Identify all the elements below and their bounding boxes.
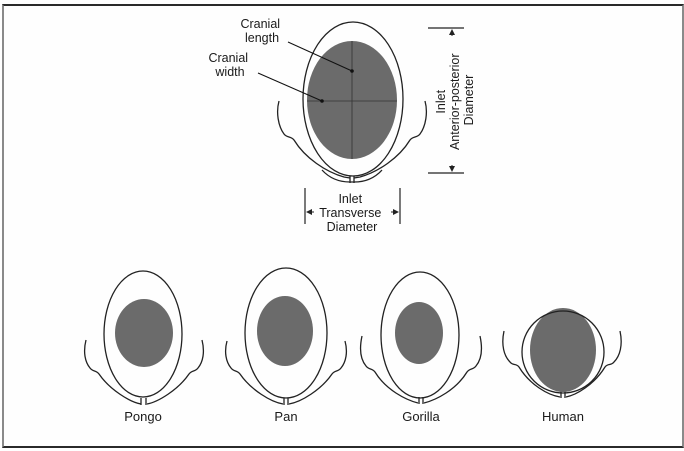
main-pelvis-diagram: Cranial length Cranial width Inlet Trans… bbox=[208, 17, 476, 234]
pelvic-inlet-outline bbox=[521, 310, 605, 394]
species-label: Pongo bbox=[124, 409, 162, 424]
cranial-width-leader bbox=[257, 72, 323, 102]
pelvis-outline-right bbox=[288, 340, 348, 405]
pelvis-outline-left bbox=[502, 330, 561, 398]
cranium-fill bbox=[257, 296, 313, 366]
pelvis-outline-right bbox=[565, 330, 622, 398]
pelvis-outline-left bbox=[359, 335, 419, 404]
pelvic-inlet-outline bbox=[103, 270, 183, 398]
cranial-width-dot bbox=[320, 99, 324, 103]
cranial-length-label: Cranial length bbox=[240, 17, 283, 45]
pelvis-outline-left bbox=[224, 340, 284, 405]
cranial-length-leader bbox=[287, 41, 353, 72]
species-pan: Pan bbox=[224, 267, 348, 424]
cranium-fill bbox=[530, 308, 596, 392]
pelvis-outline-left bbox=[277, 100, 351, 179]
species-gorilla: Gorilla bbox=[359, 271, 483, 424]
pelvis-outline-right bbox=[146, 339, 205, 405]
species-label: Pan bbox=[274, 409, 297, 424]
species-label: Gorilla bbox=[402, 409, 440, 424]
cranial-width-label: Cranial width bbox=[208, 51, 251, 79]
pelvis-bottom bbox=[321, 169, 383, 183]
pelvic-inlet-outline bbox=[302, 21, 404, 177]
transverse-diameter-label: Inlet Transverse Diameter bbox=[319, 192, 385, 234]
pelvic-inlet-outline bbox=[380, 271, 460, 399]
species-pongo: Pongo bbox=[83, 270, 205, 424]
pelvis-outline-right bbox=[353, 100, 427, 179]
pelvic-inlet-outline bbox=[244, 267, 328, 399]
cranium-fill bbox=[115, 299, 173, 367]
cranium-fill bbox=[395, 302, 443, 364]
species-label: Human bbox=[542, 409, 584, 424]
pelvis-outline-left bbox=[83, 339, 142, 405]
pelvis-outline-right bbox=[423, 335, 483, 404]
ap-diameter-label: Inlet Anterior-posterior Diameter bbox=[434, 50, 476, 150]
species-human: Human bbox=[502, 308, 622, 424]
cranial-length-dot bbox=[350, 69, 354, 73]
